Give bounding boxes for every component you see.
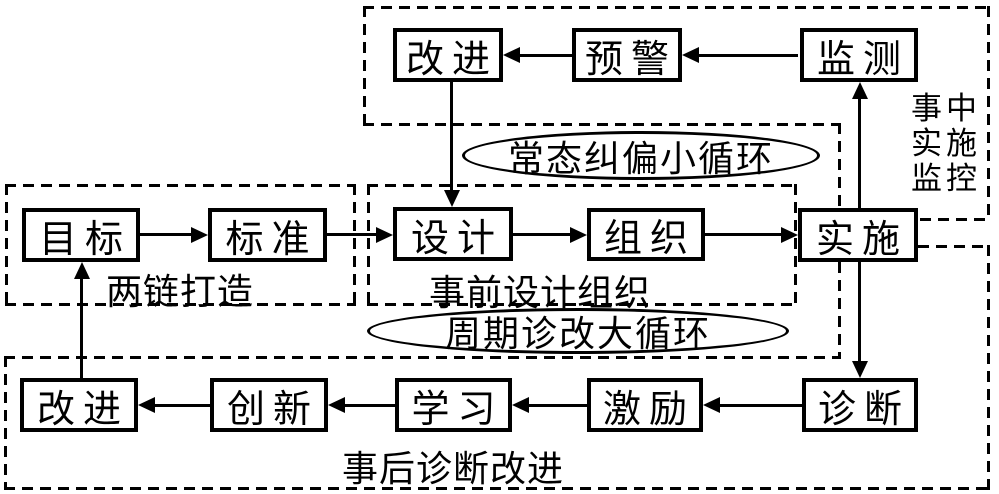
arrowhead-left-icon — [503, 47, 520, 63]
arrowhead-down-icon — [852, 361, 868, 378]
big-loop-ellipse: 周期诊改大循环 — [367, 308, 789, 354]
arrow-shaft — [342, 404, 395, 407]
border-segment — [987, 6, 990, 220]
arrowhead-down-icon — [444, 190, 460, 207]
border-segment — [353, 184, 356, 306]
arrowhead-left-icon — [328, 397, 345, 413]
node-diagnose: 诊断 — [802, 378, 918, 432]
border-segment — [367, 303, 797, 306]
border-segment — [5, 303, 356, 306]
border-segment — [4, 356, 7, 490]
in-process-label-line3: 监控 — [911, 161, 981, 196]
node-learn: 学习 — [395, 378, 512, 432]
arrow-shaft — [697, 54, 798, 57]
border-segment — [363, 6, 366, 125]
node-standard: 标准 — [208, 208, 327, 262]
border-segment — [5, 184, 8, 306]
arrow-shaft — [450, 82, 453, 192]
border-segment — [5, 184, 356, 187]
pre-design-label: 事前设计组织 — [429, 273, 652, 313]
border-segment — [918, 245, 988, 248]
node-improve-bottom: 改进 — [20, 378, 138, 432]
in-process-label: 事中 实施 监控 — [904, 91, 984, 196]
small-loop-ellipse: 常态纠偏小循环 — [462, 131, 820, 180]
arrow-shaft — [152, 404, 210, 407]
two-chains-label: 两链打造 — [106, 272, 255, 312]
arrowhead-left-icon — [703, 397, 720, 413]
node-monitor: 监测 — [800, 28, 918, 82]
in-process-label-line1: 事中 — [911, 91, 981, 126]
node-motivate: 激励 — [587, 378, 703, 432]
in-process-label-line2: 实施 — [911, 126, 981, 161]
arrow-shaft — [140, 233, 193, 236]
arrowhead-left-icon — [512, 397, 529, 413]
arrow-shaft — [705, 233, 783, 236]
arrow-shaft — [519, 54, 572, 57]
arrowhead-right-icon — [570, 227, 587, 243]
node-design: 设计 — [393, 207, 513, 261]
border-segment — [367, 184, 370, 306]
node-improve-top: 改进 — [393, 28, 503, 82]
node-organize: 组织 — [587, 208, 705, 261]
node-innovate: 创新 — [210, 378, 328, 432]
node-goal: 目标 — [22, 208, 140, 262]
border-segment — [920, 218, 988, 221]
border-segment — [838, 262, 841, 359]
arrowhead-left-icon — [682, 47, 699, 63]
small-loop-label: 常态纠偏小循环 — [507, 138, 774, 179]
border-segment — [363, 6, 990, 9]
border-segment — [838, 123, 841, 208]
post-diagnosis-label: 事后诊断改进 — [342, 449, 565, 489]
border-segment — [4, 356, 840, 359]
arrow-shaft — [858, 97, 861, 208]
arrowhead-right-icon — [781, 227, 798, 243]
border-segment — [987, 245, 990, 490]
arrow-shaft — [513, 233, 572, 236]
border-segment — [794, 184, 797, 306]
border-segment — [363, 123, 838, 126]
node-warning: 预警 — [572, 28, 682, 82]
arrowhead-up-icon — [852, 82, 868, 99]
border-segment — [367, 184, 797, 187]
arrow-shaft — [717, 404, 802, 407]
node-implement: 实施 — [798, 208, 918, 262]
arrowhead-right-icon — [376, 227, 393, 243]
arrow-shaft — [858, 262, 861, 363]
arrowhead-up-icon — [74, 262, 90, 279]
big-loop-label: 周期诊改大循环 — [444, 314, 711, 354]
arrow-shaft — [327, 233, 378, 236]
arrow-shaft — [80, 276, 83, 378]
arrowhead-left-icon — [138, 397, 155, 413]
arrowhead-right-icon — [191, 227, 208, 243]
border-segment — [4, 487, 990, 490]
arrow-shaft — [526, 404, 587, 407]
